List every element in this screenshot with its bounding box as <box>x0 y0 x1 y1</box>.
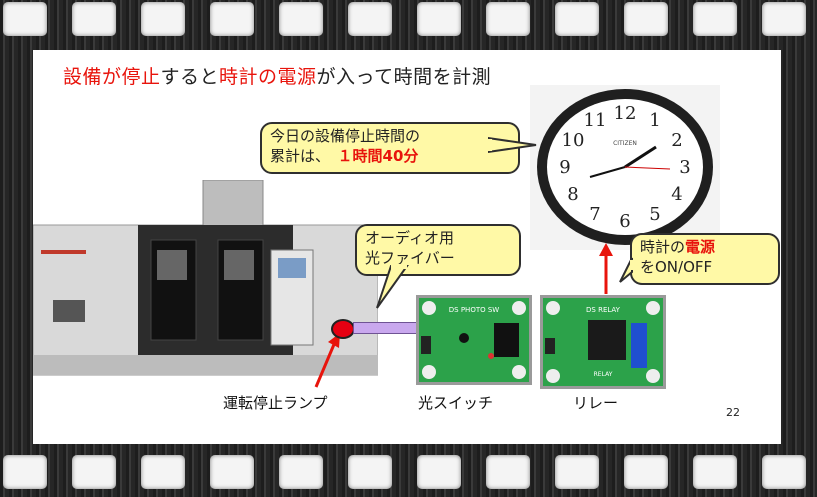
film-hole <box>210 455 254 489</box>
callout-total-line1: 今日の設備停止時間の <box>270 127 421 145</box>
relay-board: DS RELAY RELAY <box>540 295 666 389</box>
film-hole <box>624 455 668 489</box>
clock-numeral: 1 <box>649 110 660 131</box>
clock-numeral: 3 <box>679 157 690 178</box>
photo-board-label: DS PHOTO SW <box>449 306 500 314</box>
film-perforations-bottom <box>0 455 817 489</box>
clock-numeral: 6 <box>619 211 630 232</box>
lamp-arrow <box>314 333 340 388</box>
clock-numeral: 9 <box>559 157 570 178</box>
callout-fiber-line2: 光ファイバー <box>365 249 455 267</box>
film-hole <box>210 2 254 36</box>
film-hole <box>486 455 530 489</box>
film-hole <box>417 455 461 489</box>
film-hole <box>762 455 806 489</box>
clock-numeral: 12 <box>614 103 637 124</box>
stop-lamp-indicator <box>331 319 355 339</box>
label-relay: リレー <box>573 394 619 412</box>
clock-brand: CITIZEN <box>613 140 637 147</box>
callout-optical-fiber: オーディオ用 光ファイバー <box>355 224 521 276</box>
film-hole <box>3 2 47 36</box>
relay-board-art: DS RELAY RELAY <box>545 301 660 383</box>
slide-title: 設備が停止すると時計の電源が入って時間を計測 <box>63 62 491 89</box>
callout-total-line2: 累計は、 １時間40分 <box>270 147 419 165</box>
film-hole <box>555 455 599 489</box>
film-hole <box>486 2 530 36</box>
film-hole <box>141 455 185 489</box>
film-hole <box>141 2 185 36</box>
film-hole <box>693 455 737 489</box>
label-stop-lamp: 運転停止ランプ <box>223 394 328 412</box>
clock-numeral: 10 <box>562 130 585 151</box>
callout-fiber-tail <box>376 264 409 309</box>
title-part-3: 時計の電源 <box>219 66 317 88</box>
clock-numeral: 2 <box>671 130 682 151</box>
clock-numeral: 5 <box>649 204 660 225</box>
film-hole <box>624 2 668 36</box>
film-hole <box>348 2 392 36</box>
clock-numeral: 7 <box>589 204 600 225</box>
film-hole <box>555 2 599 36</box>
film-hole <box>3 455 47 489</box>
callout-clock-line2: をON/OFF <box>640 258 713 276</box>
clock-numeral: 4 <box>671 184 682 205</box>
photo-switch-board-art: DS PHOTO SW <box>421 301 526 379</box>
relay-board-label: DS RELAY <box>586 306 621 314</box>
film-perforations-top <box>0 2 817 36</box>
relay-to-clock-arrow <box>599 243 613 294</box>
film-hole <box>417 2 461 36</box>
film-hole <box>693 2 737 36</box>
page-number: 22 <box>726 406 740 419</box>
clock-numeral: 11 <box>584 110 607 131</box>
callout-total-downtime: 今日の設備停止時間の 累計は、 １時間40分 <box>260 122 520 174</box>
title-part-1: 設備が停止 <box>63 66 161 88</box>
film-hole <box>72 2 116 36</box>
film-hole <box>279 2 323 36</box>
callout-fiber-line1: オーディオ用 <box>365 229 454 247</box>
photo-switch-board: DS PHOTO SW <box>416 295 532 385</box>
total-downtime-value: １時間40分 <box>337 147 419 165</box>
film-hole <box>762 2 806 36</box>
relay-board-bottom-label: RELAY <box>594 371 613 378</box>
callout-total-tail <box>488 136 537 154</box>
film-hole <box>279 455 323 489</box>
callout-clock-line1: 時計の電源 <box>640 238 716 256</box>
title-part-2: すると <box>160 66 220 88</box>
film-hole <box>72 455 116 489</box>
film-hole <box>348 455 392 489</box>
callout-clock-power: 時計の電源 をON/OFF <box>630 233 780 285</box>
machine-tool-image <box>33 180 378 376</box>
clock-numeral: 8 <box>567 184 578 205</box>
title-part-4: が入って時間を計測 <box>316 66 492 88</box>
label-optical-switch: 光スイッチ <box>418 394 494 412</box>
callout-clock-tail <box>619 257 635 283</box>
